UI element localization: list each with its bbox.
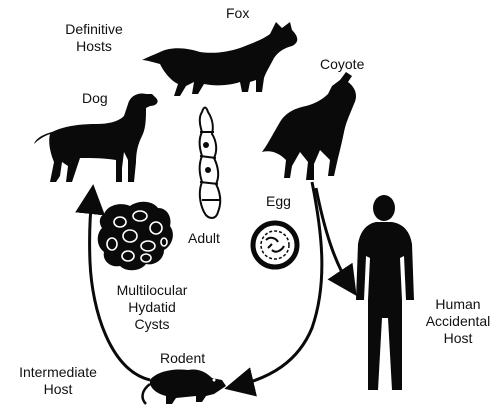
rodent-silhouette [143, 369, 226, 404]
cysts-label: Multilocular Hydatid Cysts [106, 282, 198, 333]
human-silhouette [356, 195, 414, 390]
arrow-coyote-to-rodent [236, 182, 322, 386]
coyote-silhouette [262, 72, 356, 180]
adult-tapeworm [200, 108, 220, 219]
fox-silhouette [142, 22, 297, 96]
cysts-label-line3: Cysts [106, 316, 198, 333]
coyote-label: Coyote [320, 56, 364, 73]
adult-label: Adult [188, 230, 220, 247]
rodent-label: Rodent [160, 350, 205, 367]
egg-label: Egg [266, 193, 291, 210]
fox-label: Fox [226, 5, 249, 22]
definitive-hosts-label-line2: Hosts [52, 38, 136, 55]
cysts-label-line1: Multilocular [106, 282, 198, 299]
definitive-hosts-label: Definitive Hosts [52, 21, 136, 55]
egg-illustration [253, 223, 297, 267]
dog-label: Dog [82, 90, 108, 107]
human-label-line1: Human [418, 296, 498, 313]
human-label: Human Accidental Host [418, 296, 498, 347]
intermediate-host-label-line1: Intermediate [6, 364, 110, 381]
human-label-line2: Accidental [418, 313, 498, 330]
definitive-hosts-label-line1: Definitive [52, 21, 136, 38]
hydatid-cysts-illustration [98, 202, 173, 271]
cysts-label-line2: Hydatid [106, 299, 198, 316]
human-label-line3: Host [418, 330, 498, 347]
intermediate-host-label-line2: Host [6, 381, 110, 398]
intermediate-host-label: Intermediate Host [6, 364, 110, 398]
